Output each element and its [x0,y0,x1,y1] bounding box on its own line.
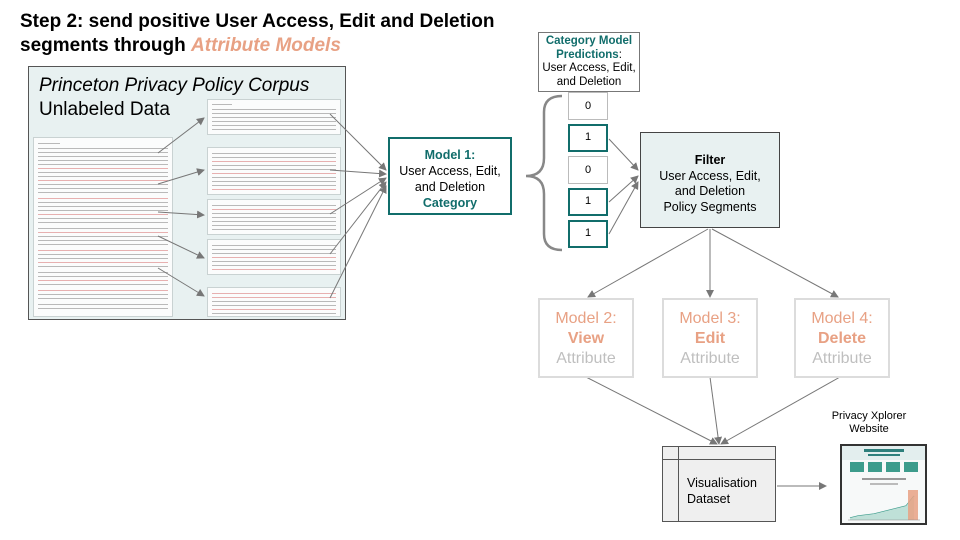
predictions-header-line-2: Predictions: [539,49,639,63]
model-4-suffix: Attribute [812,350,872,367]
visualisation-dataset-line-2: Dataset [687,492,731,506]
prediction-bracket [525,94,563,252]
model-1-category-label: Category [422,196,478,210]
policy-document-main [33,137,173,317]
arrow-doc-to-snippet-4 [157,235,205,259]
title-line-2-prefix: segments through [20,35,192,56]
arrow-pred-2-to-filter [608,138,639,171]
corpus-subtitle: Unlabeled Data [39,99,170,120]
filter-line-1: User Access, Edit, [659,168,761,183]
arrow-snippet-3-to-model1 [329,177,387,215]
model-2-view-attribute-box: Model 2: View Attribute [538,298,634,378]
model-2-name: Model 2: [555,310,617,327]
model-3-attribute: Edit [694,330,726,347]
visualisation-dataset-box: Visualisation Dataset [662,446,776,522]
arrow-model2-to-viz [585,376,718,445]
arrow-filter-to-model4 [711,228,839,298]
model-3-edit-attribute-box: Model 3: Edit Attribute [662,298,758,378]
visualisation-dataset-label: Visualisation Dataset [687,475,757,507]
visualisation-dataset-line-1: Visualisation [687,476,757,490]
predictions-header-bold-2: Predictions [556,48,619,61]
website-label: Privacy Xplorer Website [822,410,916,436]
segment-snippet-1 [207,99,341,135]
model-3-suffix: Attribute [680,350,740,367]
arrow-pred-4-to-filter [608,175,639,203]
table-row-divider [663,459,775,460]
model-1-line-2: and Deletion [414,180,486,194]
arrow-model4-to-viz [720,376,841,445]
title-accent: Attribute Models [191,35,341,56]
arrow-doc-to-snippet-2 [157,168,205,185]
filter-line-3: Policy Segments [663,199,757,214]
model-1-line-1: User Access, Edit, [399,164,501,178]
arrow-snippet-1-to-model1 [329,113,387,171]
segment-snippet-5 [207,287,341,317]
arrow-model3-to-viz [709,376,723,445]
segment-snippet-4 [207,239,341,275]
arrow-doc-to-snippet-3 [157,210,205,219]
arrow-snippet-5-to-model1 [329,185,387,299]
model-4-delete-attribute-box: Model 4: Delete Attribute [794,298,890,378]
prediction-cell: 1 [568,124,608,152]
filter-box: Filter User Access, Edit, and Deletion P… [640,132,780,228]
predictions-header-line-3: User Access, Edit, [542,62,636,74]
predictions-header-line-4: and Deletion [556,75,622,88]
filter-line-2: and Deletion [674,184,746,198]
arrow-doc-to-snippet-1 [157,117,205,154]
arrow-snippet-2-to-model1 [329,169,387,178]
prediction-cell: 0 [568,156,608,184]
arrow-doc-to-snippet-5 [157,267,205,297]
website-label-line-1: Privacy Xplorer [831,410,907,422]
filter-name: Filter [694,153,726,167]
slide-title: Step 2: send positive User Access, Edit … [20,10,494,58]
prediction-cell: 0 [568,92,608,120]
arrow-filter-to-model2 [587,228,709,298]
model-2-attribute: View [567,330,605,347]
arrow-snippet-4-to-model1 [329,181,387,255]
title-line-1: Step 2: send positive User Access, Edit … [20,11,495,32]
model-2-suffix: Attribute [556,350,616,367]
corpus-title: Princeton Privacy Policy Corpus [39,75,310,96]
segment-snippet-3 [207,199,341,235]
model-4-attribute: Delete [817,330,867,347]
segment-snippet-2 [207,147,341,195]
prediction-cell: 1 [568,188,608,216]
predictions-header-colon: : [618,48,622,61]
website-label-line-2: Website [849,423,889,435]
arrow-pred-5-to-filter [608,181,639,235]
model-3-name: Model 3: [679,310,741,327]
website-screenshot-image [842,446,925,523]
website-thumbnail [840,444,927,525]
predictions-header-bold-1: Category Model [545,35,633,47]
model-4-name: Model 4: [811,310,873,327]
corpus-panel: Princeton Privacy Policy Corpus Unlabele… [28,66,346,320]
predictions-header: Category Model Predictions: User Access,… [538,32,640,92]
model-1-name: Model 1: [424,148,476,162]
table-column-divider [678,447,679,521]
model-1-category-box: Model 1: User Access, Edit, and Deletion… [388,137,512,215]
prediction-cell: 1 [568,220,608,248]
title-line-2: segments through Attribute Models [20,34,494,58]
